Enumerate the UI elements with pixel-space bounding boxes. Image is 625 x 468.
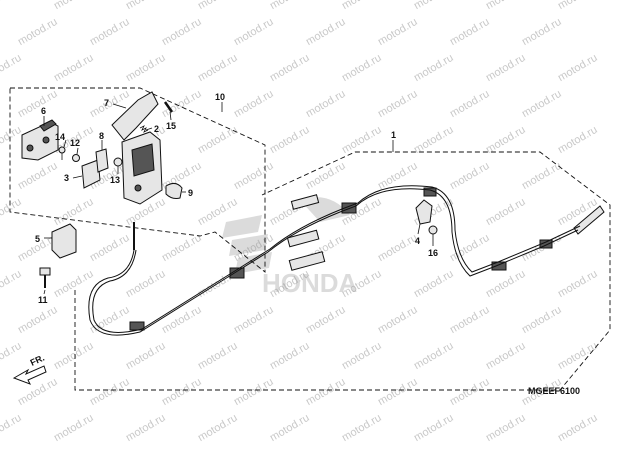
part-6-latch-bracket <box>21 119 59 161</box>
honda-wing-logo: HONDA <box>222 197 358 298</box>
direction-label: FR. <box>29 353 46 368</box>
cable-threaded-end <box>573 205 605 235</box>
callout-1: 1 <box>391 130 396 140</box>
callout-3: 3 <box>64 173 69 183</box>
part-11-bolt <box>39 267 51 288</box>
honda-logo-text: HONDA <box>262 268 358 298</box>
assembly-frame-1 <box>74 151 611 391</box>
callout-16: 16 <box>428 248 438 258</box>
callout-4: 4 <box>415 236 420 246</box>
part-15-pin <box>163 101 174 113</box>
leader-lines <box>43 102 434 295</box>
callout-12: 12 <box>70 138 80 148</box>
part-4-cable-clamp <box>415 199 433 225</box>
part-13-nut <box>113 157 123 167</box>
part-8-spring-plate <box>95 148 109 173</box>
part-5-bracket <box>51 223 77 259</box>
callout-14: 14 <box>55 132 65 142</box>
callout-7: 7 <box>104 98 109 108</box>
diagram-code: MGEEF6100 <box>528 386 581 396</box>
callout-6: 6 <box>41 106 46 116</box>
callout-2: 2 <box>154 124 159 134</box>
callout-9: 9 <box>188 188 193 198</box>
parking-brake-cable <box>88 188 579 336</box>
part-3-clip <box>81 159 101 189</box>
latch-housing <box>121 131 163 205</box>
part-2-spring <box>139 125 149 133</box>
callout-11: 11 <box>38 295 48 305</box>
part-12-washer <box>72 154 80 162</box>
callout-15: 15 <box>166 121 176 131</box>
callout-numbers: 6 14 12 3 8 7 2 15 13 9 5 11 10 1 4 16 <box>35 92 438 305</box>
part-14-screw <box>58 146 66 160</box>
part-7-lever <box>111 91 159 141</box>
front-direction-arrow: FR. <box>12 353 47 385</box>
assembly-frame-10 <box>9 87 266 273</box>
part-16-bolt <box>428 225 438 235</box>
callout-8: 8 <box>99 131 104 141</box>
callout-13: 13 <box>110 175 120 185</box>
callout-5: 5 <box>35 234 40 244</box>
part-9-clamp <box>165 182 183 199</box>
callout-10: 10 <box>215 92 225 102</box>
